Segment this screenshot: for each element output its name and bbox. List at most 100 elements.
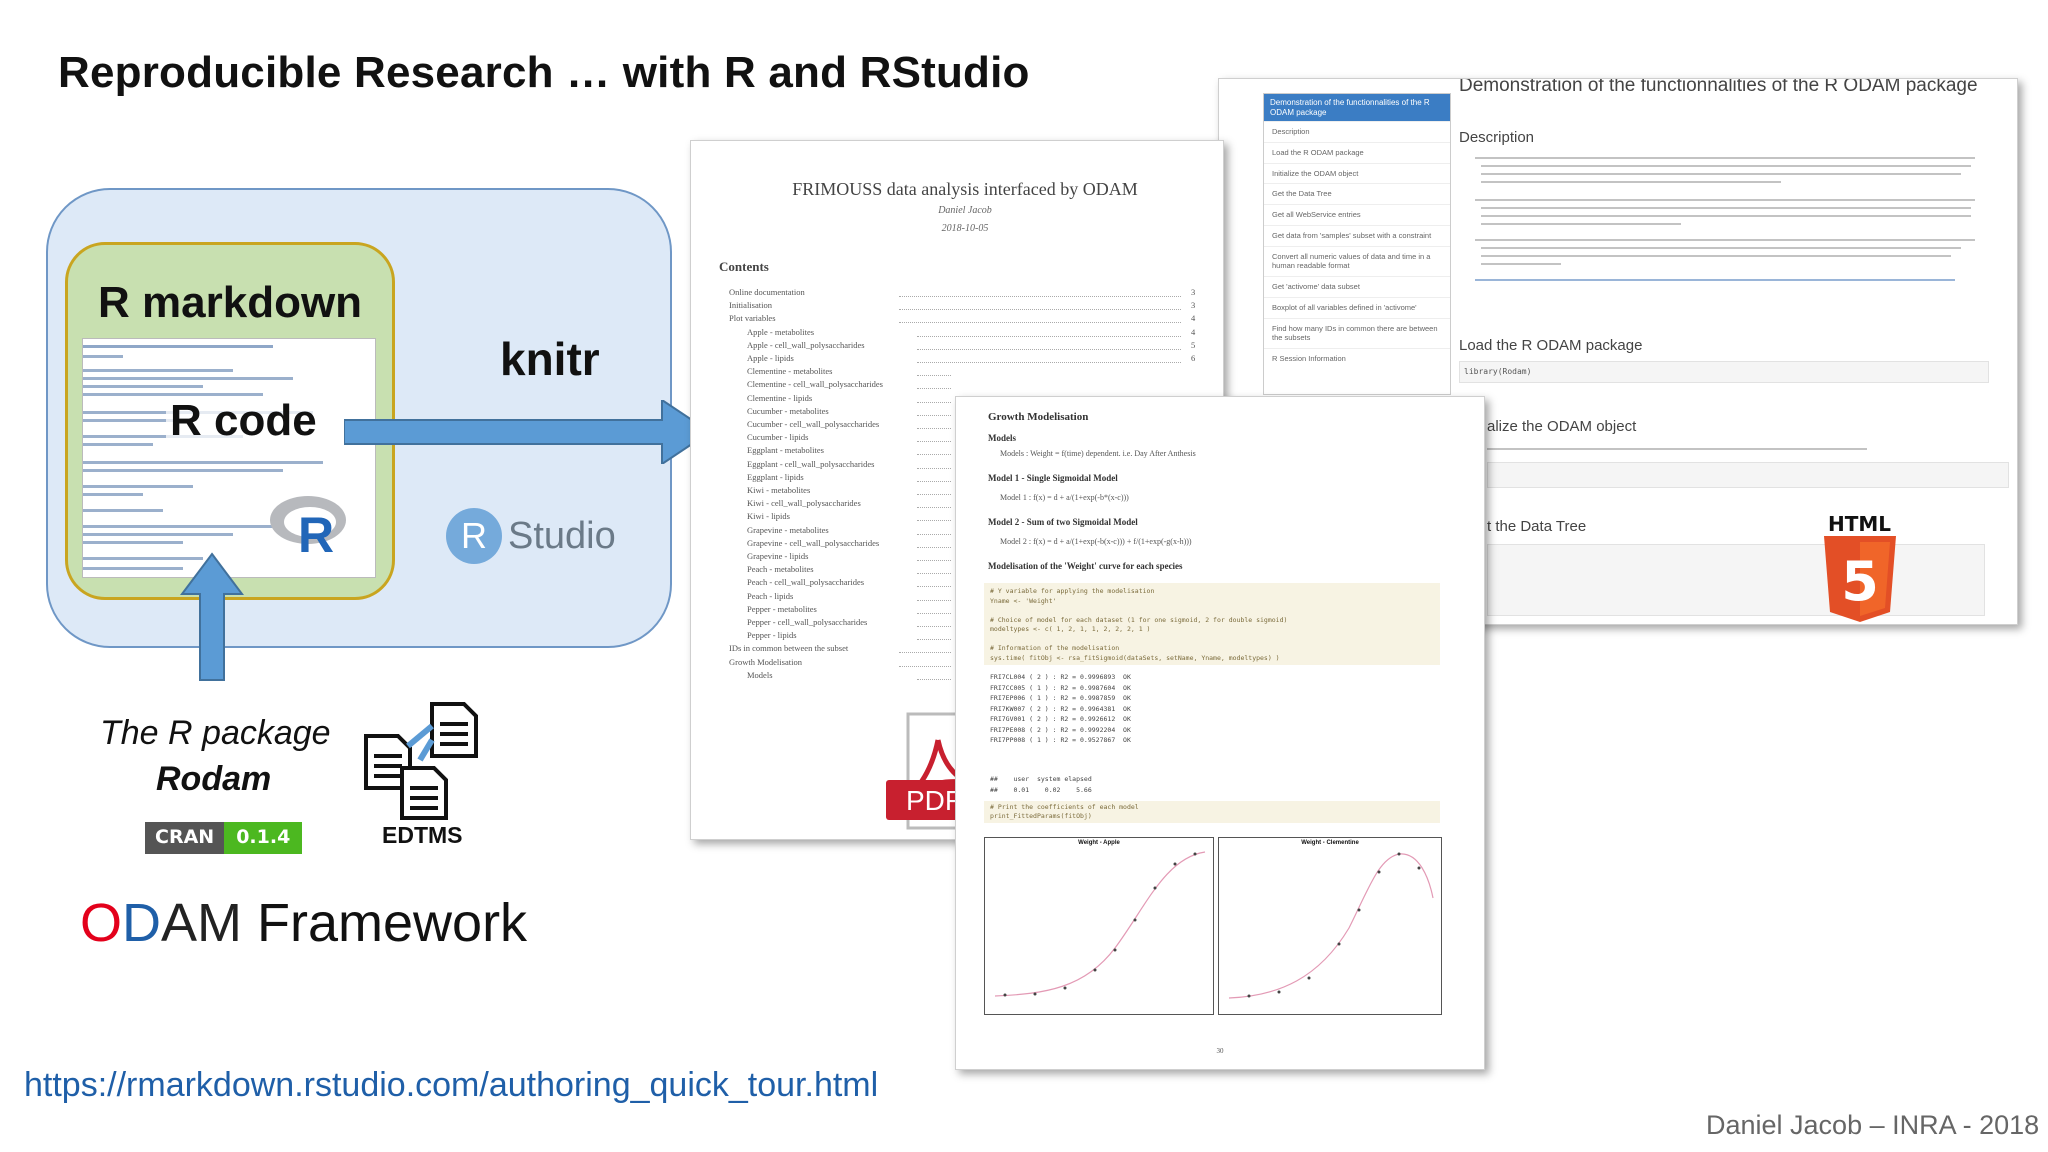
toc-leader: [917, 375, 951, 377]
toc-entry[interactable]: Apple - metabolites: [747, 326, 815, 337]
html-tree-heading: t the Data Tree: [1487, 518, 1587, 535]
toc-entry[interactable]: Apple - cell_wall_polysaccharides: [747, 339, 865, 350]
toc-page-number: 6: [1191, 353, 1196, 363]
plot2-title: Weight - Clementine: [1301, 840, 1359, 846]
toc-entry[interactable]: Peach - metabolites: [747, 564, 814, 575]
html5-logo-icon: 5: [1824, 536, 1896, 622]
arrow-up-icon: [180, 552, 244, 681]
toc-leader: [917, 388, 951, 390]
toc-entry[interactable]: Eggplant - lipids: [747, 471, 804, 482]
toc-leader: [917, 454, 951, 456]
plot-weight-clementine: Weight - Clementine: [1218, 837, 1442, 1015]
toc-page-number: 3: [1191, 287, 1196, 297]
toc-leader: [917, 494, 951, 495]
knitr-label: knitr: [500, 333, 600, 385]
sidebar-item[interactable]: Find how many IDs in common there are be…: [1264, 317, 1450, 349]
odam-letter-d: D: [122, 893, 162, 953]
toc-entry[interactable]: Initialisation: [729, 300, 772, 311]
pdf-author: Daniel Jacob: [938, 205, 992, 216]
code-line: print_FittedParams(fitObj): [990, 812, 1092, 820]
toc-leader: [899, 309, 1181, 311]
toc-leader: [917, 401, 951, 403]
toc-entry[interactable]: Clementine - lipids: [747, 392, 813, 403]
growth-heading: Growth Modelisation: [988, 411, 1089, 423]
toc-entry[interactable]: Pepper - metabolites: [747, 603, 817, 614]
model-code-block: # Y variable for applying the modelisati…: [984, 583, 1440, 665]
sidebar-item[interactable]: Initialize the ODAM object: [1264, 162, 1450, 184]
html-init-heading: alize the ODAM object: [1487, 418, 1637, 435]
pdf-badge-label: PDF: [906, 785, 962, 816]
output-line: FRI7PE008 ( 2 ) : R2 = 0.9992204 OK: [990, 725, 1131, 734]
fit-heading: Modelisation of the 'Weight' curve for e…: [988, 561, 1183, 571]
pdf-date: 2018-10-05: [941, 223, 989, 234]
toc-entry[interactable]: Grapevine - metabolites: [747, 524, 829, 535]
toc-entry[interactable]: Online documentation: [729, 287, 805, 297]
rcode-label: R code: [166, 396, 321, 446]
sidebar-item[interactable]: Boxplot of all variables defined in 'act…: [1264, 296, 1450, 318]
toc-entry[interactable]: Cucumber - cell_wall_polysaccharides: [747, 419, 880, 429]
plot-weight-apple: Weight - Apple: [984, 837, 1214, 1015]
toc-entry[interactable]: IDs in common between the subset: [729, 643, 849, 654]
toc-entry[interactable]: Apple - lipids: [747, 353, 794, 363]
toc-entry[interactable]: Kiwi - cell_wall_polysaccharides: [747, 498, 861, 509]
toc-leader: [917, 560, 951, 561]
toc-entry[interactable]: Growth Modelisation: [729, 656, 802, 667]
r-logo-icon: R: [270, 496, 346, 556]
toc-entry[interactable]: Grapevine - lipids: [747, 551, 809, 561]
cran-badge: CRAN 0.1.4: [145, 822, 303, 854]
toc-leader: [917, 520, 951, 522]
html-load-code: library(Rodam): [1459, 361, 1989, 383]
sidebar-item[interactable]: Get data from 'samples' subset with a co…: [1264, 224, 1450, 246]
code-line: # Information of the modelisation: [990, 644, 1120, 652]
html-description-heading: Description: [1459, 129, 1535, 146]
toc-entry[interactable]: Kiwi - metabolites: [747, 485, 811, 495]
toc-leader: [917, 639, 951, 641]
toc-leader: [899, 652, 951, 654]
toc-entry[interactable]: Pepper - lipids: [747, 630, 797, 641]
html-label: HTML: [1828, 512, 1892, 536]
models-heading: Models: [988, 433, 1016, 443]
rstudio-r-badge: R: [446, 508, 502, 564]
sidebar-item[interactable]: R Session Information: [1264, 348, 1450, 369]
package-name: Rodam: [156, 760, 272, 798]
html-report-title: Demonstration of the functionnalities of…: [1459, 78, 1978, 96]
plot2-curve: [1228, 852, 1434, 999]
toc-entry[interactable]: Kiwi - lipids: [747, 511, 790, 522]
growth-model-page: Growth Modelisation Models Models : Weig…: [955, 396, 1485, 1070]
toc-leader: [917, 335, 1181, 337]
toc-page-number: 4: [1191, 326, 1196, 337]
toc-entry[interactable]: Grapevine - cell_wall_polysaccharides: [747, 537, 880, 548]
toc-page-number: 3: [1191, 300, 1196, 311]
output-line: FRI7EP006 ( 1 ) : R2 = 0.9987859 OK: [990, 694, 1131, 702]
sidebar-item[interactable]: Get all WebService entries: [1264, 204, 1450, 225]
toc-entry[interactable]: Clementine - metabolites: [747, 366, 833, 377]
toc-leader: [917, 573, 951, 575]
sidebar-item[interactable]: Description: [1264, 121, 1450, 142]
code-line: sys.time( fitObj <- rsa_fitSigmoid(dataS…: [990, 653, 1280, 662]
toc-entry[interactable]: Eggplant - metabolites: [747, 445, 824, 456]
code-line: # Choice of model for each dataset (1 fo…: [990, 615, 1288, 624]
rstudio-logo: R Studio: [446, 508, 616, 564]
toc-entry[interactable]: Models: [747, 669, 773, 680]
rstudio-label: Studio: [508, 514, 616, 557]
sidebar-item[interactable]: Load the R ODAM package: [1264, 141, 1450, 163]
toc-entry[interactable]: Eggplant - cell_wall_polysaccharides: [747, 458, 875, 469]
sidebar-item[interactable]: Convert all numeric values of data and t…: [1264, 245, 1450, 277]
toc-entry[interactable]: Cucumber - metabolites: [747, 405, 829, 416]
sidebar-item[interactable]: Get the Data Tree: [1264, 183, 1450, 204]
model2-formula: Model 2 : f(x) = d + a/(1+exp(-b(x-c))) …: [1000, 537, 1192, 546]
documents-exchange-icon: [364, 702, 478, 820]
toc-entry[interactable]: Clementine - cell_wall_polysaccharides: [747, 379, 883, 390]
pdf-contents-heading: Contents: [719, 259, 769, 274]
toc-leader: [917, 599, 951, 601]
toc-entry[interactable]: Peach - lipids: [747, 590, 794, 601]
toc-leader: [917, 507, 951, 509]
toc-entry[interactable]: Plot variables: [729, 313, 776, 324]
rmarkdown-tour-link[interactable]: https://rmarkdown.rstudio.com/authoring_…: [24, 1066, 879, 1104]
toc-entry[interactable]: Pepper - cell_wall_polysaccharides: [747, 617, 868, 627]
code-line: modeltypes <- c( 1, 2, 1, 1, 2, 2, 2, 1 …: [990, 625, 1151, 633]
odam-letter-o: O: [80, 893, 123, 953]
toc-entry[interactable]: Peach - cell_wall_polysaccharides: [747, 577, 865, 588]
toc-entry[interactable]: Cucumber - lipids: [747, 432, 809, 443]
sidebar-item[interactable]: Get 'activome' data subset: [1264, 276, 1450, 297]
